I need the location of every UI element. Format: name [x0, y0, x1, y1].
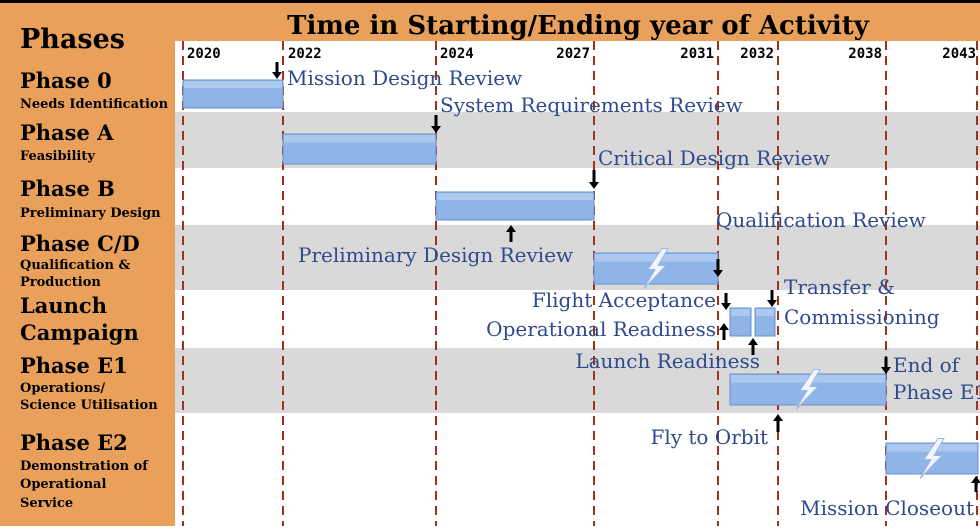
lightning-icon	[919, 438, 945, 479]
task-bar	[182, 79, 284, 109]
phase-subtitle-line: Science Utilisation	[20, 398, 158, 413]
milestone-arrow-up	[506, 225, 516, 242]
lightning-icon	[643, 248, 669, 289]
arrow-head	[589, 182, 599, 189]
arrow-head	[713, 270, 723, 277]
milestone-arrow-down	[721, 293, 731, 310]
phase-name-line: Campaign	[20, 320, 139, 345]
phase-name: Phase B	[20, 176, 115, 201]
year-tick-label: 2043	[942, 46, 976, 62]
milestone-label: Operational Readiness	[486, 317, 716, 341]
milestone-label: Critical Design Review	[598, 146, 830, 170]
bar-highlight	[437, 193, 593, 200]
arrow-head	[881, 367, 891, 374]
milestone-arrow-up	[971, 476, 980, 492]
milestone-arrow-up	[748, 338, 758, 355]
year-tick-label: 2022	[288, 46, 322, 62]
year-tick-label: 2032	[740, 46, 774, 62]
milestone-arrow-down	[431, 115, 441, 133]
year-tick-label: 2031	[680, 46, 714, 62]
row-band	[175, 225, 980, 290]
milestone-label-line: End of	[893, 353, 961, 377]
milestone-arrow-up	[773, 414, 783, 432]
phase-name: Phase 0	[20, 68, 112, 93]
top-rule	[0, 0, 980, 3]
year-tick-label: 2020	[187, 46, 221, 62]
milestone-arrow-down	[589, 170, 599, 189]
milestone-arrow-down	[713, 259, 723, 277]
phase-name: Phase A	[20, 120, 114, 145]
lightning-icon	[795, 369, 821, 410]
phase-subtitle-line: Feasibility	[20, 149, 95, 164]
milestone-label-line: Phase E1	[893, 380, 980, 404]
milestone-arrow-up	[719, 323, 729, 340]
bar-highlight	[284, 135, 435, 143]
arrow-head	[767, 300, 777, 307]
arrow-head	[748, 338, 758, 345]
arrow-head	[721, 303, 731, 310]
bar-highlight	[756, 309, 774, 316]
phase-subtitle-line: Needs Identification	[20, 97, 169, 112]
milestone-label: Mission Design Review	[287, 66, 522, 90]
phase-name: Phase C/D	[20, 231, 140, 256]
milestone-label: System Requirements Review	[440, 93, 743, 117]
milestone-arrow-down	[272, 62, 282, 79]
task-bar	[754, 307, 776, 337]
arrow-head	[272, 72, 282, 79]
phase-subtitle-line: Operational	[20, 477, 106, 492]
arrow-head	[971, 476, 980, 483]
bar-highlight	[184, 81, 282, 88]
phases-column	[0, 3, 175, 526]
year-tick-label: 2038	[848, 46, 882, 62]
year-tick-label: 2024	[440, 46, 474, 62]
arrow-head	[773, 414, 783, 421]
task-bar	[282, 133, 437, 165]
task-bar	[435, 191, 595, 221]
arrow-head	[506, 225, 516, 232]
phase-name: Phase E1	[20, 353, 128, 378]
milestone-label-line: Commissioning	[784, 305, 940, 329]
phase-subtitle-line: Demonstration of	[20, 459, 149, 474]
milestone-arrow-down	[881, 357, 891, 374]
chart-title: Time in Starting/Ending year of Activity	[287, 11, 870, 41]
phase-subtitle-line: Preliminary Design	[20, 206, 161, 221]
time-header-band	[175, 3, 980, 41]
phases-title: Phases	[20, 24, 125, 55]
phase-subtitle-line: Operations/	[20, 381, 105, 396]
phase-subtitle-line: Qualification &	[20, 258, 130, 273]
phase-subtitle-line: Production	[20, 275, 101, 290]
arrow-head	[719, 323, 729, 330]
milestone-label: Fly to Orbit	[650, 425, 768, 449]
milestone-arrow-down	[767, 290, 777, 307]
milestone-label: Qualification Review	[716, 208, 926, 232]
milestone-label-line: Transfer &	[784, 275, 895, 299]
milestone-label: Flight Acceptance	[532, 288, 716, 312]
milestone-label: Preliminary Design Review	[298, 243, 573, 267]
bar-highlight	[731, 309, 750, 316]
phase-name-line: Launch	[20, 293, 107, 318]
phase-name: Phase E2	[20, 430, 128, 455]
arrow-head	[431, 126, 441, 133]
milestone-label: Mission Closeout	[800, 496, 974, 520]
task-bar	[729, 307, 752, 337]
year-tick-label: 2027	[556, 46, 590, 62]
milestone-label: Launch Readiness	[575, 349, 760, 373]
phase-subtitle-line: Service	[20, 496, 73, 511]
